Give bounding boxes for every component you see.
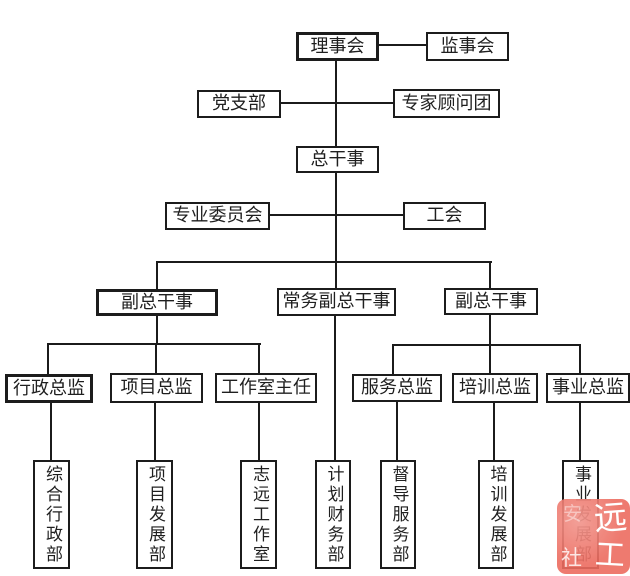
node-party: 党支部 — [197, 90, 281, 118]
node-studio-director: 工作室主任 — [215, 373, 317, 403]
connector-project-dept — [154, 403, 156, 460]
connector-drop-admin — [47, 343, 49, 374]
node-dept-finance: 计划财务部 — [315, 460, 351, 569]
node-advisors: 专家顾问团 — [393, 89, 500, 118]
connector-split-top — [156, 261, 492, 263]
node-committee: 专业委员会 — [165, 202, 270, 230]
connector-career-dept — [579, 403, 581, 460]
connector-drop-deputy-exec — [335, 261, 337, 288]
connector-drop-studio — [258, 343, 260, 373]
connector-committee-union — [270, 214, 403, 216]
seal-char-bottom-left: 社 — [561, 546, 582, 570]
connector-split-left — [47, 343, 261, 345]
node-union: 工会 — [403, 202, 486, 230]
connector-deputy-left-down — [156, 316, 158, 344]
node-board: 理事会 — [296, 32, 379, 61]
node-admin-director: 行政总监 — [5, 374, 93, 403]
node-career-director: 事业总监 — [546, 373, 630, 403]
connector-board-supervisory — [379, 44, 426, 46]
connector-drop-deputy-left — [156, 261, 158, 289]
seal-char-top-left: 安 — [563, 503, 583, 525]
node-dept-admin: 综合行政部 — [33, 460, 70, 569]
connector-admin-dept — [50, 403, 52, 460]
node-training-director: 培训总监 — [452, 373, 538, 403]
red-seal-watermark: 安 远 社 工 — [557, 496, 630, 574]
connector-sg-trunk — [335, 173, 337, 263]
connector-party-advisors — [281, 102, 395, 104]
seal-char-top-right: 远 — [592, 496, 629, 539]
connector-exec-finance — [334, 316, 336, 460]
connector-drop-service — [392, 344, 394, 374]
connector-training-dept — [493, 403, 495, 460]
connector-deputy-right-down — [489, 315, 491, 345]
connector-service-dept — [396, 402, 398, 460]
seal-char-bottom-right: 工 — [594, 537, 626, 574]
node-deputy-left: 副总干事 — [96, 289, 218, 316]
node-secretary-general: 总干事 — [296, 146, 379, 173]
connector-drop-career — [579, 344, 581, 373]
node-deputy-right: 副总干事 — [444, 288, 538, 315]
connector-drop-training — [489, 344, 491, 373]
node-dept-training: 培训发展部 — [478, 460, 514, 569]
node-dept-project: 项目发展部 — [136, 460, 173, 569]
node-deputy-executive: 常务副总干事 — [277, 288, 396, 316]
connector-drop-project — [155, 343, 157, 373]
connector-studio-dept — [258, 403, 260, 460]
connector-split-right — [392, 344, 581, 346]
node-project-director: 项目总监 — [110, 373, 203, 403]
connector-drop-deputy-right — [489, 261, 491, 288]
node-supervisory: 监事会 — [426, 32, 509, 61]
node-dept-studio: 志远工作室 — [240, 460, 277, 569]
node-service-director: 服务总监 — [352, 374, 442, 402]
node-dept-supervision: 督导服务部 — [380, 460, 416, 569]
